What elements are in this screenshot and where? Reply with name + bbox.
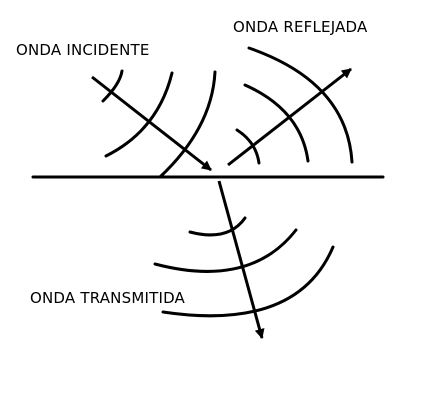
transmitted-wavefront-3 xyxy=(161,245,335,318)
reflected-wavefront-3 xyxy=(247,46,354,164)
reflected-ray-arrow xyxy=(227,67,352,167)
incident-ray-arrow xyxy=(91,75,212,172)
transmitted-wave-label: ONDA TRANSMITIDA xyxy=(30,289,186,307)
incident-wave-label: ONDA INCIDENTE xyxy=(16,41,150,59)
incident-wavefront-1 xyxy=(101,69,124,103)
incident-wavefront-3 xyxy=(158,70,217,179)
reflected-wavefront-1 xyxy=(235,128,261,165)
transmitted-wavefront-1 xyxy=(188,216,247,237)
reflected-wave-label: ONDA REFLEJADA xyxy=(233,18,368,36)
transmitted-ray-arrow xyxy=(217,180,265,339)
transmitted-wavefront-2 xyxy=(153,228,298,273)
